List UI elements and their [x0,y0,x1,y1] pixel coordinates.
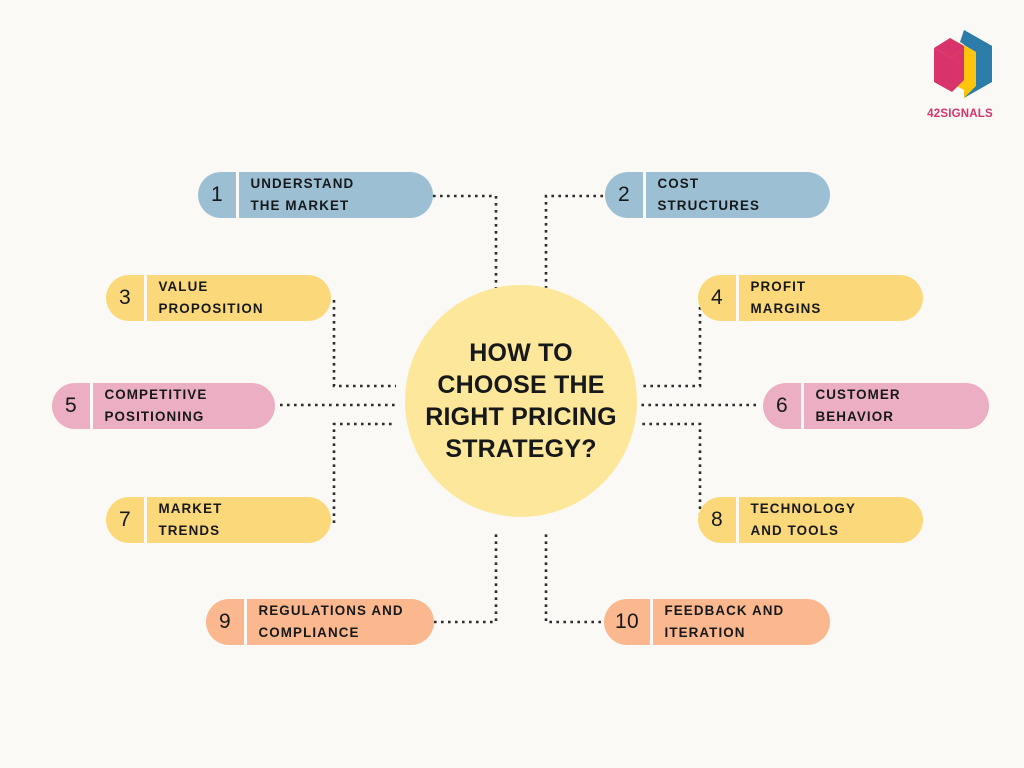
item-number-2: 2 [618,183,630,206]
item-label-8: TECHNOLOGY AND TOOLS [750,501,856,538]
item-number-5: 5 [65,394,77,417]
item-pill-10[interactable]: 10 FEEDBACK AND ITERATION [604,599,830,645]
item-label-6: CUSTOMER BEHAVIOR [815,387,901,424]
item-divider [650,599,653,645]
item-number-8: 8 [711,508,723,531]
item-label-3: VALUE PROPOSITION [158,279,264,316]
item-divider [236,172,239,218]
item-divider [244,599,247,645]
brand-logo-text: 42SIGNALS [927,108,993,120]
item-pill-5[interactable]: 5 COMPETITIVE POSITIONING [52,383,275,429]
item-label-1: UNDERSTAND THE MARKET [250,176,355,213]
item-number-7: 7 [119,508,131,531]
page-title: HOW TO CHOOSE THE RIGHT PRICING STRATEGY… [425,339,617,463]
center-circle: HOW TO CHOOSE THE RIGHT PRICING STRATEGY… [405,285,637,517]
item-number-6: 6 [776,394,788,417]
item-number-9: 9 [219,610,231,633]
item-pill-8[interactable]: 8 TECHNOLOGY AND TOOLS [698,497,923,543]
item-label-2: COST STRUCTURES [657,176,761,213]
item-divider [144,275,147,321]
item-pill-6[interactable]: 6 CUSTOMER BEHAVIOR [763,383,989,429]
item-pill-9[interactable]: 9 REGULATIONS AND COMPLIANCE [206,599,434,645]
item-pill-1[interactable]: 1 UNDERSTAND THE MARKET [198,172,433,218]
item-label-9: REGULATIONS AND COMPLIANCE [258,603,404,640]
item-pill-7[interactable]: 7 MARKET TRENDS [106,497,331,543]
item-divider [643,172,646,218]
cube-logo-icon [920,24,1000,104]
item-number-4: 4 [711,286,723,309]
item-number-3: 3 [119,286,131,309]
item-divider [736,275,739,321]
item-pill-3[interactable]: 3 VALUE PROPOSITION [106,275,331,321]
item-label-10: FEEDBACK AND ITERATION [664,603,785,640]
item-divider [801,383,804,429]
item-pill-2[interactable]: 2 COST STRUCTURES [605,172,830,218]
item-label-7: MARKET TRENDS [158,501,223,538]
item-number-10: 10 [615,610,639,633]
brand-logo: 42SIGNALS [912,24,1008,128]
item-pill-4[interactable]: 4 PROFIT MARGINS [698,275,923,321]
item-divider [144,497,147,543]
item-label-5: COMPETITIVE POSITIONING [104,387,208,424]
item-label-4: PROFIT MARGINS [750,279,822,316]
item-number-1: 1 [211,183,223,206]
item-divider [90,383,93,429]
item-divider [736,497,739,543]
